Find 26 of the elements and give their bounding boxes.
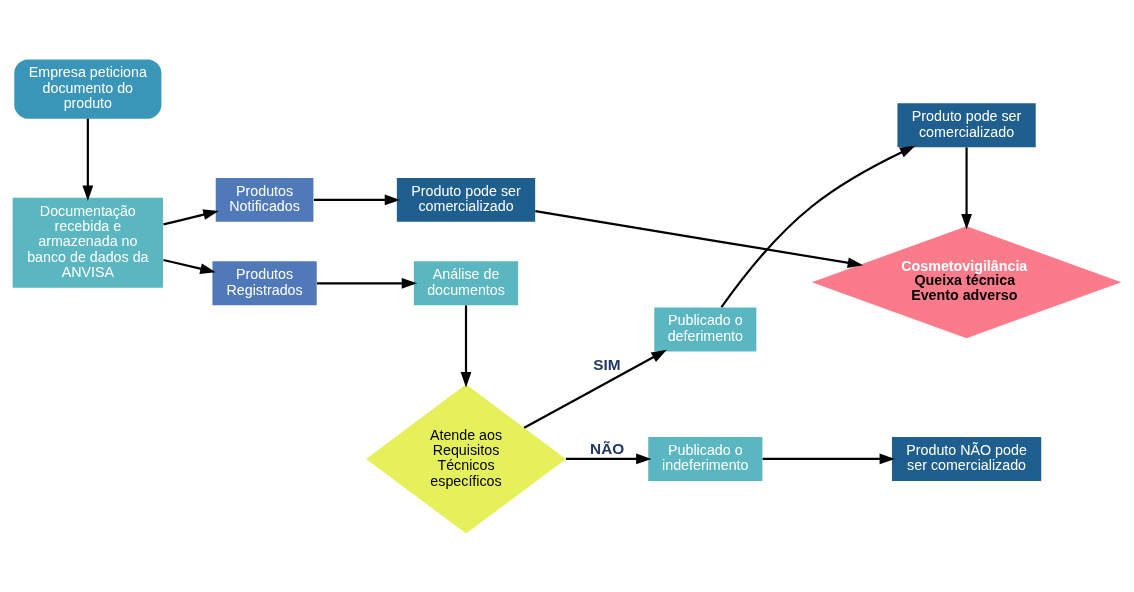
node-diamond: Atende aos Requisitos Técnicos específicos: [366, 383, 566, 534]
arrow: [82, 118, 94, 201]
edge-label: SIM: [593, 355, 621, 373]
node-box: Publicado o deferimento: [654, 307, 757, 351]
arrow: [523, 349, 667, 429]
arrow: [317, 277, 418, 289]
arrow: [313, 194, 401, 205]
node-box: Produto pode ser comercializado: [897, 102, 1036, 147]
arrow: [460, 304, 472, 388]
arrow: [535, 209, 864, 268]
arrow: [762, 453, 895, 464]
node-box: Produto pode ser comercializado: [396, 177, 536, 222]
node-box: Documentação recebida e armazenada no banco de dados da ANVISA: [12, 197, 164, 288]
node-box: Produto NÃO pode ser comercializado: [891, 436, 1042, 481]
arrow: [163, 258, 216, 274]
edge-label: NÃO: [590, 439, 625, 457]
arrow: [961, 146, 972, 229]
node-box: Análise de documentos: [413, 260, 519, 305]
node-box: Produtos Registrados: [212, 260, 317, 305]
node-box: Empresa peticiona documento do produto: [14, 58, 162, 119]
node-box: Produtos Notificados: [215, 177, 314, 222]
node-box: Publicado o indeferimento: [648, 436, 763, 481]
node-diamond: Cosmetovigilância Queixa técnica Evento adverso: [811, 225, 1122, 338]
arrow: [565, 453, 652, 464]
arrow: [163, 208, 219, 225]
arrow: [720, 145, 916, 308]
